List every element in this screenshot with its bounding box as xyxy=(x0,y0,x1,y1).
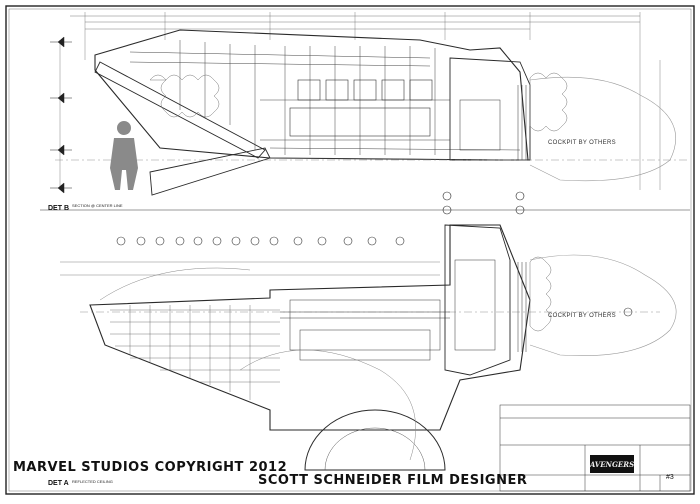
cockpit-ghost-lower xyxy=(529,254,677,356)
cockpit-ghost-upper xyxy=(529,76,676,182)
fuselage-outline-lower xyxy=(89,224,531,431)
detail-tag-lower: DET A xyxy=(48,480,69,487)
sheet-number: #3 xyxy=(666,474,674,481)
sheet-border xyxy=(5,5,695,495)
cockpit-label-lower: COCKPIT BY OTHERS xyxy=(548,313,616,319)
detail-subtitle-upper: SECTION @ CENTER LINE xyxy=(72,203,123,208)
rear-hatch xyxy=(304,409,446,471)
sheet-inner-border xyxy=(8,8,692,492)
upper-section xyxy=(40,12,690,215)
lower-ramp xyxy=(149,147,271,196)
fuselage-outline-upper xyxy=(94,29,529,161)
detail-tag-upper: DET B xyxy=(48,205,69,212)
grid-bubbles xyxy=(116,236,405,246)
title-block xyxy=(499,404,691,492)
cockpit-frame-lower xyxy=(444,224,511,376)
revision-cloud xyxy=(529,72,568,132)
copyright-note: MARVEL STUDIOS COPYRIGHT 2012 xyxy=(13,460,288,475)
cockpit-label-upper: COCKPIT BY OTHERS xyxy=(548,140,616,146)
production-logo: AVENGERS xyxy=(590,455,634,473)
revision-cloud xyxy=(529,256,552,332)
loading-ramp xyxy=(94,61,266,159)
revision-cloud xyxy=(149,74,220,118)
lower-section xyxy=(60,224,677,471)
detail-subtitle-lower: REFLECTED CEILING xyxy=(72,479,113,484)
human-scale-figure xyxy=(110,121,138,190)
designer-credit: SCOTT SCHNEIDER FILM DESIGNER xyxy=(258,473,528,488)
